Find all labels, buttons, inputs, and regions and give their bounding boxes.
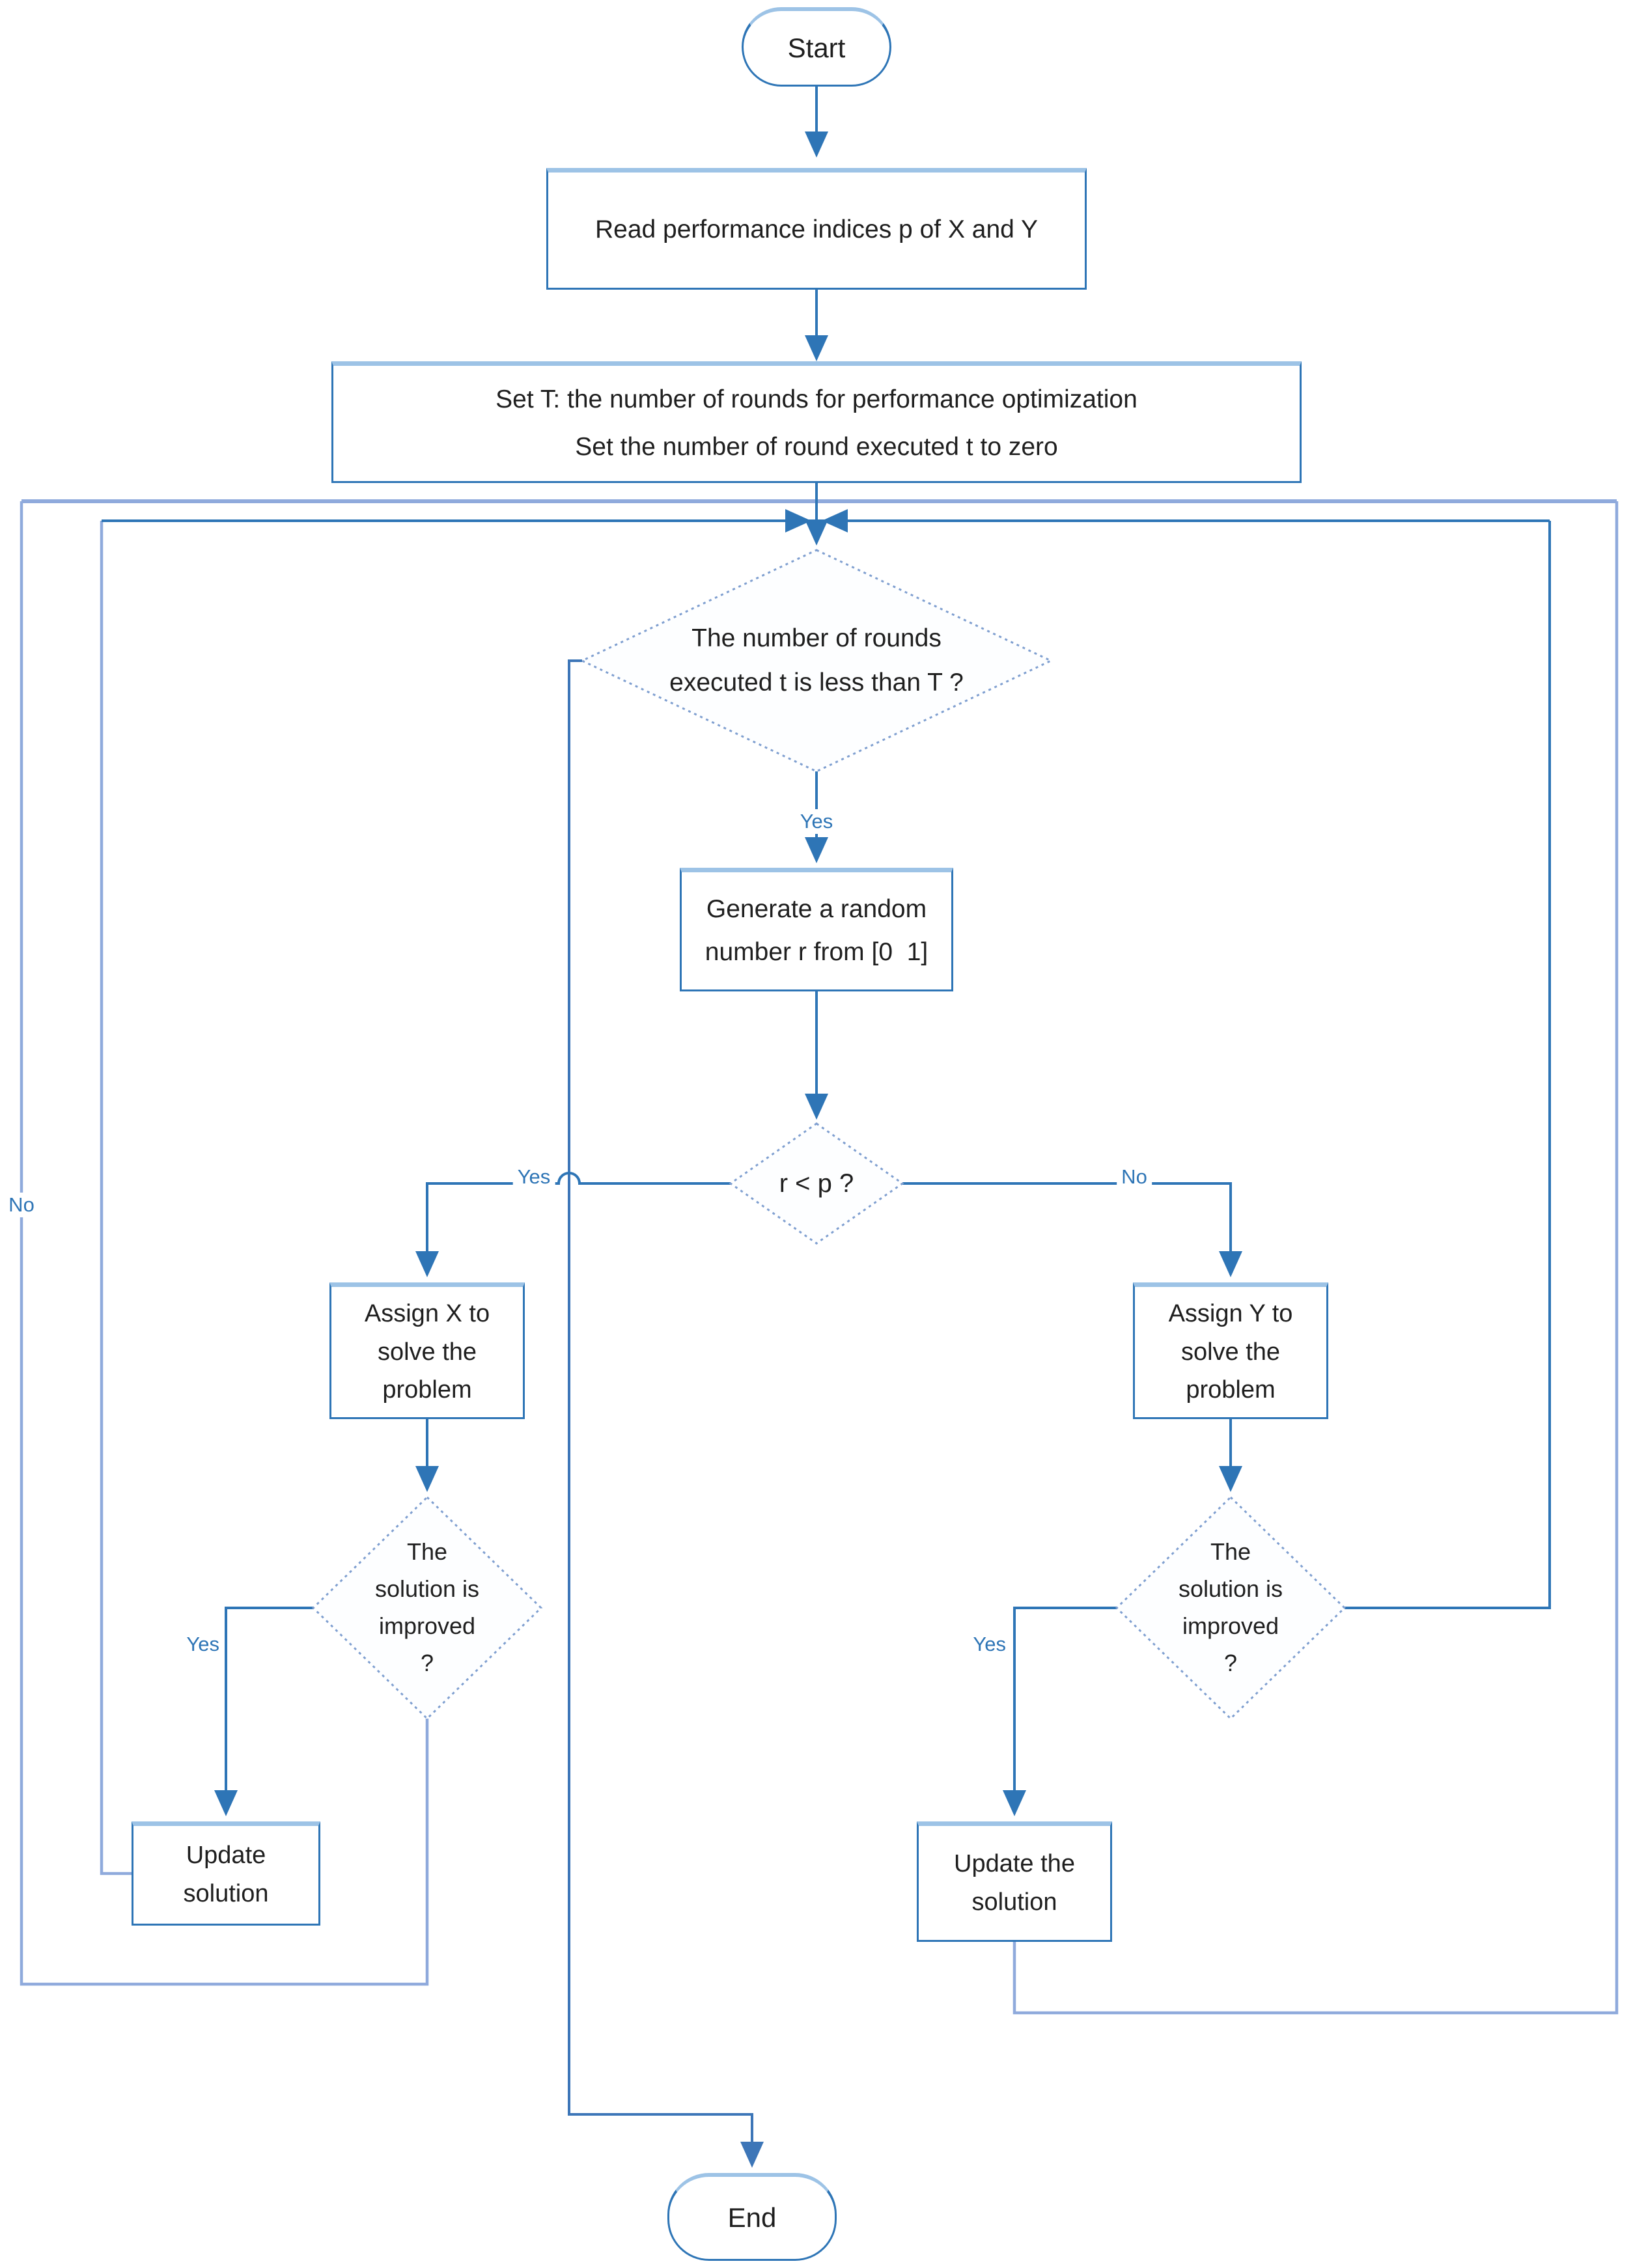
improved-left-line3: improved [378, 1612, 476, 1639]
label-improved-right-yes: Yes [968, 1632, 1011, 1657]
diamond-r-check [729, 1122, 904, 1245]
edge-improvedleft-yes-update [214, 1607, 313, 1816]
node-start: Start [742, 7, 891, 87]
edge-right-improved-no-return [1345, 521, 1551, 1609]
set-line1: Set T: the number of rounds for performa… [495, 385, 1138, 414]
update-left-line1: Update [186, 1842, 266, 1870]
node-assign-y: Assign Y to solve the problem [1133, 1282, 1328, 1419]
edge-rcheck-yes-assignx [415, 1172, 731, 1277]
improved-left-line2: solution is [374, 1575, 480, 1603]
r-check-text: r < p ? [731, 1152, 902, 1215]
assign-y-line2: solve the [1180, 1338, 1281, 1366]
node-set-rounds: Set T: the number of rounds for performa… [331, 361, 1302, 483]
generate-line2: number r from [0 1] [705, 938, 928, 966]
diamond-improved-right [1115, 1495, 1347, 1721]
round-check-line1: The number of rounds [691, 624, 942, 652]
label-round-check-yes: Yes [795, 809, 838, 834]
label-r-check-no: No [1117, 1165, 1152, 1189]
edge-outer-loop-right-update-return [1012, 501, 1619, 2015]
assign-x-line1: Assign X to [364, 1299, 490, 1327]
improved-right-text: The solution is improved ? [1133, 1509, 1328, 1707]
node-read-indices: Read performance indices p of X and Y [546, 168, 1087, 290]
round-check-line2: executed t is less than T ? [669, 669, 964, 697]
improved-left-text: The solution is improved ? [329, 1509, 525, 1707]
improved-right-line2: solution is [1178, 1575, 1283, 1603]
node-update-solution-left: Update solution [132, 1821, 320, 1926]
round-check-text: The number of rounds executed t is less … [608, 589, 1025, 732]
assign-x-line2: solve the [377, 1338, 477, 1366]
edge-improvedright-yes-update [1003, 1607, 1117, 1816]
update-right-line1: Update the [954, 1849, 1075, 1877]
improved-left-line4: ? [420, 1649, 434, 1676]
node-assign-x: Assign X to solve the problem [329, 1282, 525, 1419]
generate-line1: Generate a random [706, 894, 927, 923]
edge-roundcheck-no-end [568, 659, 764, 2168]
assign-x-line3: problem [382, 1376, 472, 1404]
label-left-loop-no: No [4, 1193, 39, 1217]
edge-outer-loop-left-no [20, 501, 429, 1986]
junction-arrowhead-from-left [785, 509, 811, 532]
set-line2: Set the number of round executed t to ze… [575, 432, 1058, 461]
junction-arrowhead-from-right [822, 509, 848, 532]
update-left-line2: solution [183, 1880, 269, 1907]
improved-left-line1: The [406, 1538, 448, 1566]
node-generate-random: Generate a random number r from [0 1] [680, 868, 953, 991]
read-label: Read performance indices p of X and Y [594, 215, 1039, 244]
improved-right-line1: The [1210, 1538, 1251, 1566]
label-r-check-yes: Yes [512, 1165, 555, 1189]
label-improved-left-yes: Yes [182, 1632, 224, 1657]
update-right-line2: solution [971, 1888, 1057, 1916]
r-check-label: r < p ? [779, 1169, 854, 1198]
diamond-improved-left [311, 1495, 543, 1721]
assign-y-line3: problem [1186, 1376, 1276, 1404]
diamond-round-check [579, 549, 1054, 773]
improved-right-line3: improved [1182, 1612, 1279, 1639]
assign-y-line1: Assign Y to [1168, 1299, 1293, 1327]
improved-right-line4: ? [1223, 1649, 1238, 1676]
start-label: Start [787, 32, 846, 63]
edge-rcheck-no-assigny [902, 1182, 1242, 1277]
node-update-solution-right: Update the solution [917, 1821, 1112, 1942]
edge-update-left-return [100, 521, 132, 1875]
end-label: End [727, 2202, 777, 2233]
node-end: End [667, 2173, 837, 2261]
